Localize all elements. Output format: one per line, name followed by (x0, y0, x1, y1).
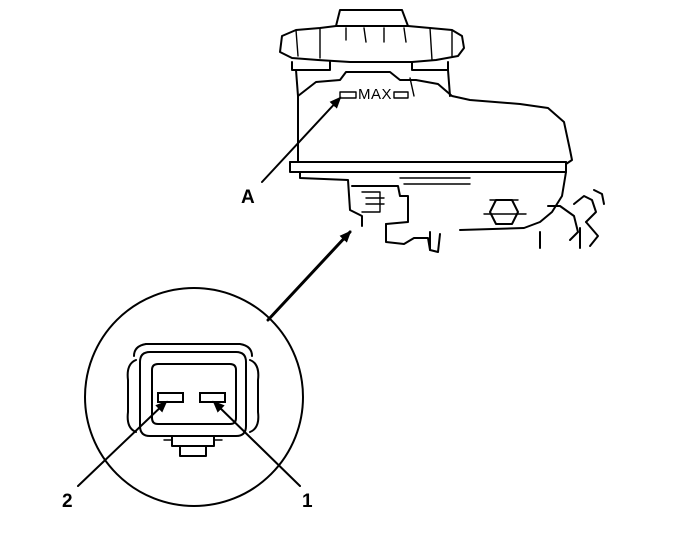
max-level-label: MAX (358, 86, 392, 103)
brake-fluid-reservoir (279, 9, 605, 253)
callout-a-leader (261, 96, 342, 183)
terminal-1-label: 1 (302, 491, 313, 512)
terminal-1-pin (199, 392, 226, 403)
terminal-2-leader (77, 400, 168, 487)
terminal-2-pin (157, 392, 184, 403)
terminal-2-label: 2 (62, 491, 73, 512)
connector-detail-view (84, 287, 304, 507)
callout-a-label: A (241, 187, 255, 208)
detail-pointer-arrow (266, 230, 352, 322)
terminal-1-leader (212, 400, 301, 487)
